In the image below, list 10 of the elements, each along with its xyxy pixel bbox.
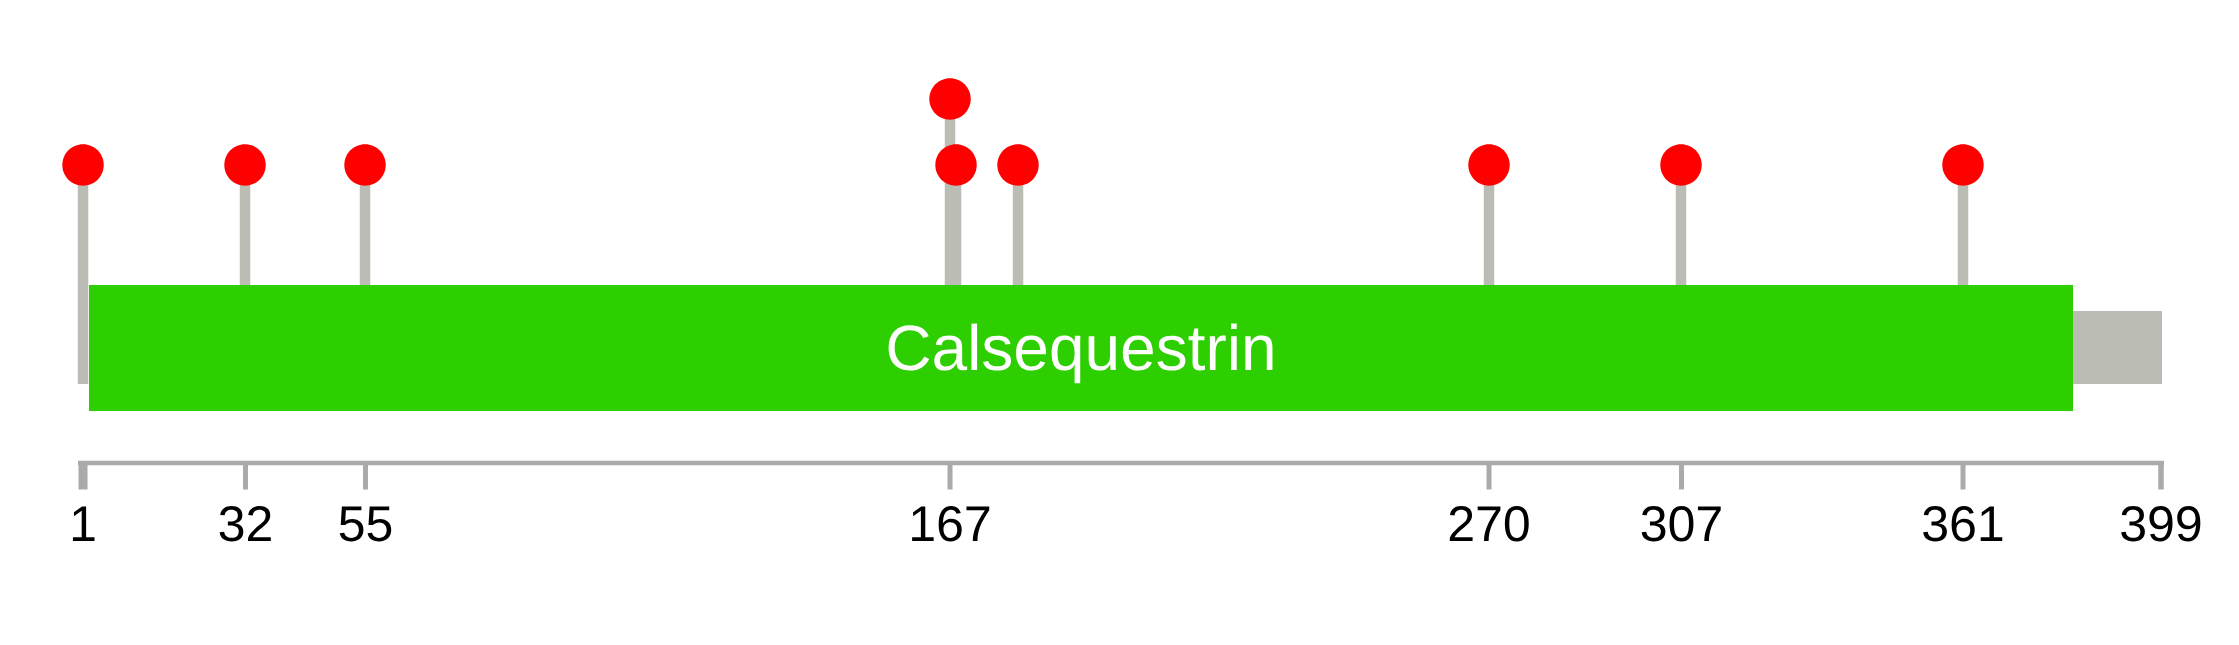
tick-label: 55 [339, 506, 392, 542]
tick-label: 399 [2121, 506, 2201, 542]
tick-label: 167 [912, 506, 990, 542]
tick-label: 307 [1641, 506, 1721, 542]
protein-tail-bar [2073, 311, 2162, 384]
tick-label: 32 [219, 506, 271, 542]
tick-label: 270 [1449, 506, 1529, 542]
tick-label: 1 [72, 506, 95, 541]
domain-box: Calsequestrin [89, 285, 2073, 411]
tick-label: 361 [1923, 506, 2003, 542]
